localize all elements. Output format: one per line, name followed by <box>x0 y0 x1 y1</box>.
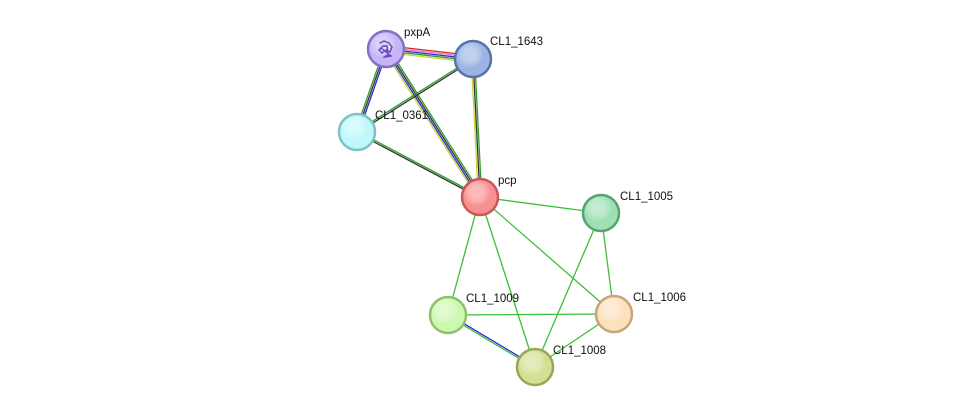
edge-evidence-line <box>534 212 602 368</box>
edge-evidence-line <box>357 59 474 134</box>
node-highlight <box>584 196 618 230</box>
edge-evidence-line <box>470 59 479 198</box>
edge-CL1_0361-pcp[interactable] <box>356 130 481 199</box>
node-cl1-1006[interactable]: CL1_1006 <box>594 292 686 334</box>
node-pcp[interactable]: pcp <box>460 175 517 217</box>
edge-CL1_1009-CL1_1006[interactable] <box>447 313 615 316</box>
edge-evidence-line <box>472 58 481 198</box>
edge-CL1_1643-CL1_0361[interactable] <box>356 57 474 134</box>
edge-evidence-line <box>356 57 473 132</box>
node-cl1-0361[interactable]: CL1_0361 <box>337 110 428 152</box>
edge-evidence-line <box>447 196 481 316</box>
edge-pxpA-pcp[interactable] <box>383 47 483 199</box>
edge-pcp-CL1_1008[interactable] <box>479 196 536 368</box>
edge-pcp-CL1_1006[interactable] <box>479 196 615 315</box>
node-label: CL1_1008 <box>553 345 606 357</box>
node-label: CL1_0361 <box>375 110 428 122</box>
node-cl1-1005[interactable]: CL1_1005 <box>581 191 673 233</box>
edge-evidence-line <box>384 49 480 198</box>
protein-structure-icon <box>378 40 393 58</box>
edge-evidence-line <box>479 196 615 315</box>
node-highlight <box>597 297 631 331</box>
edge-evidence-line <box>387 47 483 196</box>
edge-evidence-line <box>447 313 615 316</box>
node-cl1-1009[interactable]: CL1_1009 <box>428 293 519 335</box>
node-highlight <box>463 180 497 214</box>
edge-evidence-line <box>357 130 481 197</box>
edge-evidence-line <box>356 132 480 199</box>
node-highlight <box>518 350 552 384</box>
node-highlight <box>431 298 465 332</box>
edge-evidence-line <box>479 196 602 214</box>
node-pxpa[interactable]: pxpA <box>366 27 431 69</box>
edge-evidence-line <box>383 50 479 199</box>
node-highlight <box>456 42 490 76</box>
node-label: CL1_1005 <box>620 191 673 203</box>
node-highlight <box>369 32 403 66</box>
node-cl1-1643[interactable]: CL1_1643 <box>453 36 543 79</box>
edge-evidence-line <box>479 196 536 368</box>
node-highlight <box>340 115 374 149</box>
edge-pcp-CL1_1009[interactable] <box>447 196 481 316</box>
edge-CL1_1643-pcp[interactable] <box>470 58 483 198</box>
node-label: CL1_1006 <box>633 292 686 304</box>
edge-pcp-CL1_1005[interactable] <box>479 196 602 214</box>
edge-evidence-line <box>474 58 483 197</box>
edge-evidence-line <box>386 48 482 197</box>
node-label: CL1_1643 <box>490 36 543 48</box>
edge-CL1_1005-CL1_1008[interactable] <box>534 212 602 368</box>
node-label: CL1_1009 <box>466 293 519 305</box>
node-cl1-1008[interactable]: CL1_1008 <box>515 345 606 387</box>
node-label: pxpA <box>404 27 431 39</box>
node-label: pcp <box>498 175 517 187</box>
